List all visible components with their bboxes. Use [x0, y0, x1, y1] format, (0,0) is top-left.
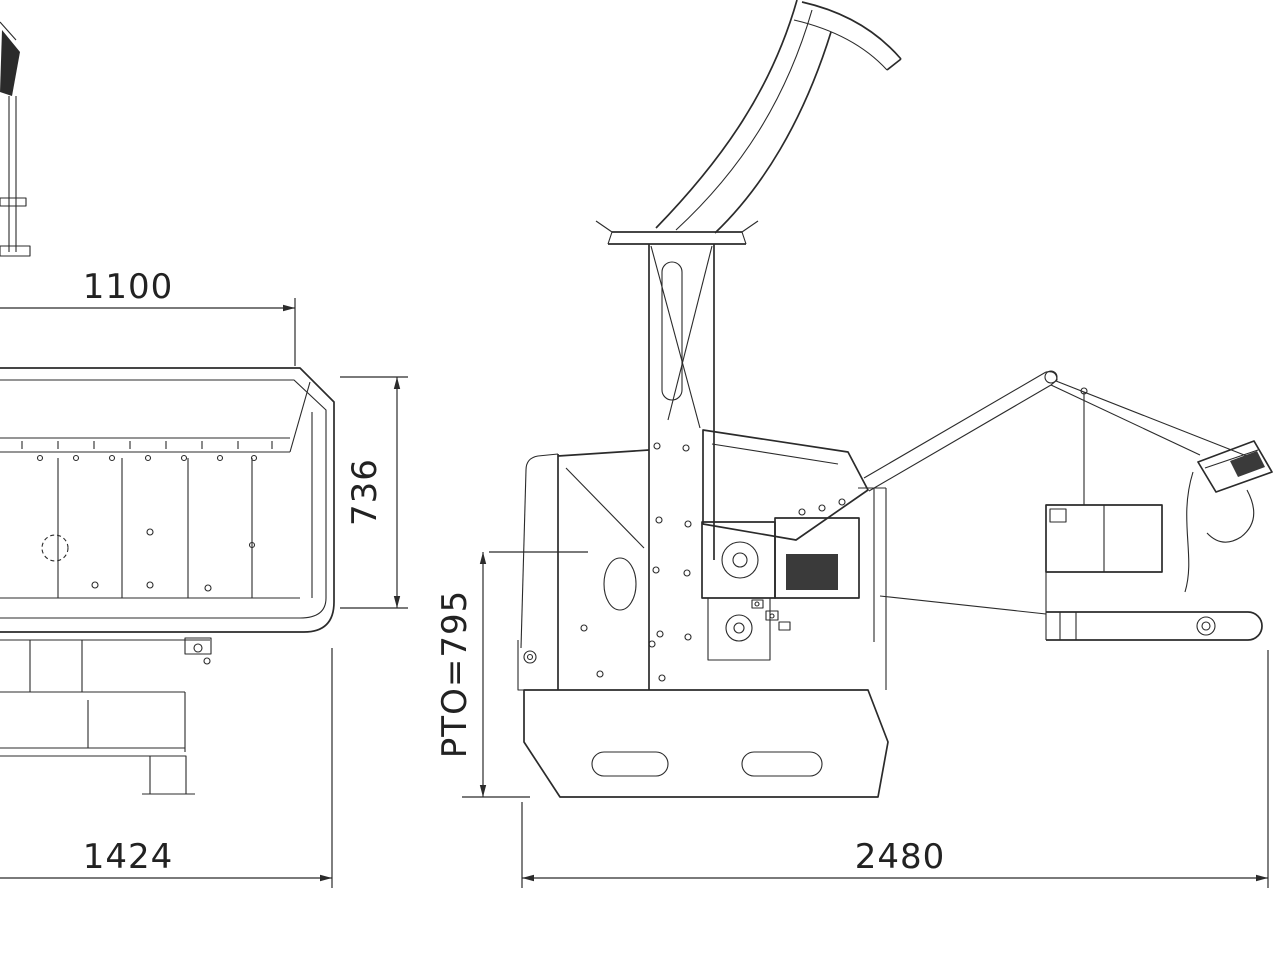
side-view: PTO=795 2480 [435, 0, 1273, 888]
undercarriage [0, 637, 212, 795]
dim-label-1100: 1100 [83, 267, 174, 307]
hitch-grip [1230, 451, 1265, 477]
hopper-box [0, 367, 335, 633]
dim-1424: 1424 [0, 648, 333, 888]
control-box [786, 554, 838, 590]
discharge-chute [655, 0, 902, 234]
dim-label-736: 736 [345, 458, 385, 526]
base-skid [523, 689, 889, 798]
infeed-funnel [702, 429, 869, 541]
rim-bolt-ticks [21, 441, 273, 462]
dim-1100: 1100 [0, 267, 296, 366]
dim-label-1424: 1424 [83, 837, 174, 877]
dim-label-pto-795: PTO=795 [435, 590, 475, 758]
dim-2480: 2480 [521, 650, 1269, 888]
support-mast [0, 21, 31, 257]
machine-body [517, 449, 1047, 691]
tower-bolts [652, 442, 692, 641]
hitch-frame [863, 370, 1273, 641]
chute-deflector [793, 1, 902, 71]
panel-lines [41, 458, 256, 598]
dim-label-2480: 2480 [855, 837, 946, 877]
dim-pto-795: PTO=795 [435, 551, 588, 798]
dim-736: 736 [340, 376, 408, 609]
pto-gearbox [701, 521, 791, 661]
front-view: 1100 736 1424 [0, 21, 408, 888]
discharge-tower [595, 220, 759, 690]
